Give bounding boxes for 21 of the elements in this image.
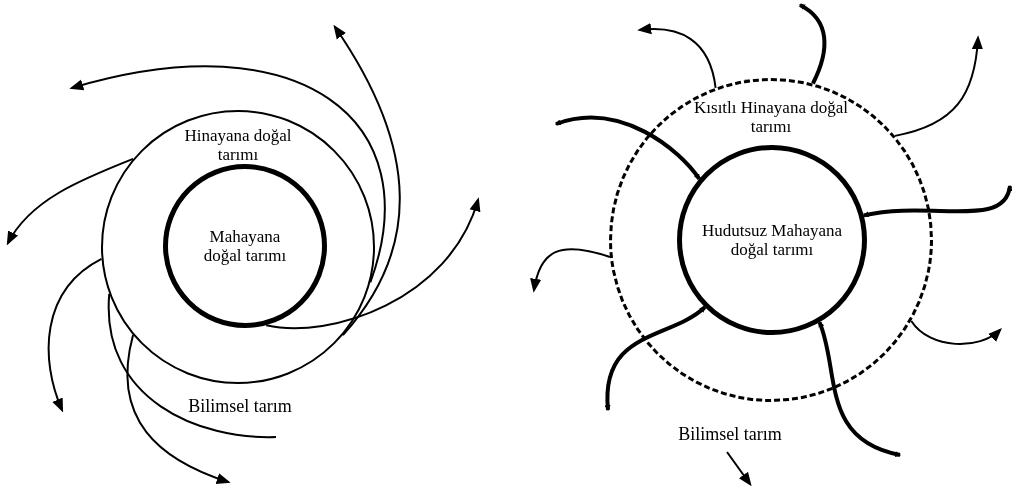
text-label: Bilimsel tarım [187, 396, 293, 416]
node-label: Kısıtlı Hinayana doğal tarımı [693, 98, 849, 136]
curved-arrow [333, 24, 401, 337]
text-label: Bilimsel tarım [677, 424, 783, 444]
curved-arrow [798, 3, 827, 85]
curved-arrow [554, 115, 701, 181]
curved-arrow [6, 157, 135, 246]
curved-arrow [894, 35, 983, 137]
curved-arrow [910, 320, 1003, 345]
node-label: Mahayana doğal tarımı [202, 227, 288, 265]
curved-arrow [47, 257, 103, 413]
curved-arrow [604, 305, 707, 412]
curved-arrow [530, 248, 611, 293]
node-label: Hudutsuz Mahayana doğal tarımı [700, 221, 844, 259]
curved-arrow [817, 321, 902, 457]
curved-arrow [265, 197, 480, 329]
curved-arrow [126, 334, 231, 484]
curved-arrow [637, 23, 717, 89]
curved-arrow [69, 65, 386, 284]
node-label: Hinayana doğal tarımı [183, 126, 293, 164]
curved-arrow [862, 184, 1012, 218]
